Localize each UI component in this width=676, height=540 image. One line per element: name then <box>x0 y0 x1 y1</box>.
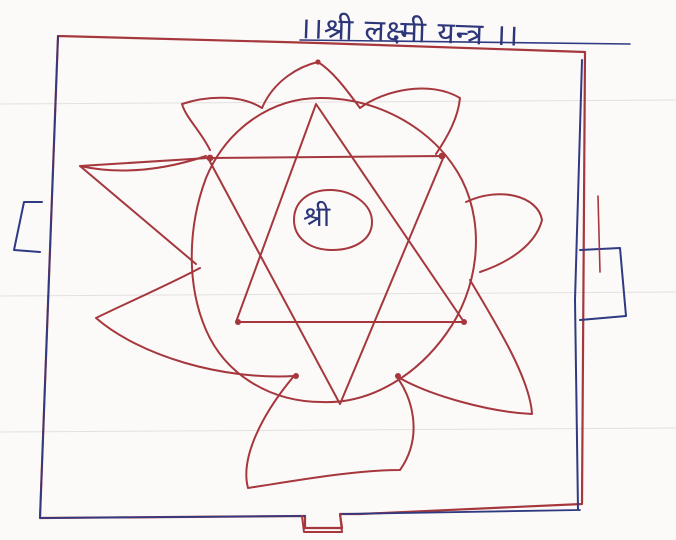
paper-rules <box>0 100 676 432</box>
center-shri-label: श्री <box>303 197 330 235</box>
petal-left <box>80 156 206 264</box>
left-gate <box>14 202 42 252</box>
bottom-gate <box>302 514 342 532</box>
right-inner-stroke <box>598 196 600 272</box>
petal-top-left <box>182 98 262 150</box>
vertex-dots <box>207 59 467 379</box>
petal-right <box>466 194 542 272</box>
outer-square-border <box>40 36 585 528</box>
downward-triangle <box>208 156 444 404</box>
petal-top <box>262 62 360 108</box>
yantra-title: ।।श्री लक्ष्मी यन्त्र ।। <box>299 6 521 55</box>
upward-triangle <box>236 104 464 322</box>
right-gate <box>580 248 626 320</box>
right-border-line <box>575 60 582 510</box>
petal-top-right <box>360 89 460 154</box>
